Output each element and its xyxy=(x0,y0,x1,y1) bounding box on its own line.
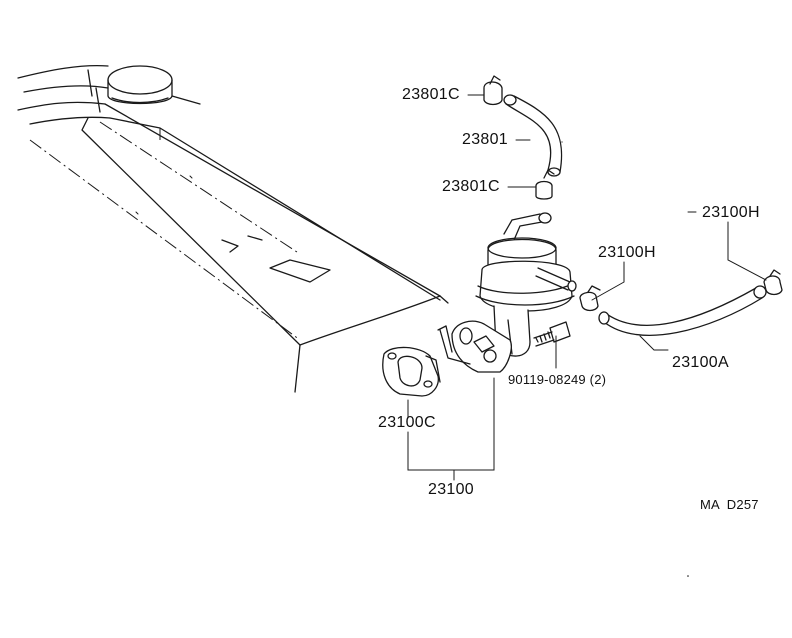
callout-23100a: 23100A xyxy=(672,354,729,371)
fuel-pump-body xyxy=(437,212,577,373)
hose-clamp-23100h-mid xyxy=(579,285,601,312)
reference-code: MA D257 xyxy=(700,497,759,512)
hose-clamp-23100h-right xyxy=(763,269,783,296)
upper-hose-23801 xyxy=(483,75,563,200)
callout-bolt-90119: 90119-08249 (2) xyxy=(508,372,607,387)
bolt-90119 xyxy=(533,321,571,347)
callout-23100c: 23100C xyxy=(378,414,436,431)
callout-23801c-lower: 23801C xyxy=(442,178,500,195)
engine-block-outline xyxy=(17,64,449,393)
leader-lines xyxy=(407,94,767,481)
callout-23100h-mid: 23100H xyxy=(598,244,656,261)
stray-marks xyxy=(561,141,689,577)
callout-23801: 23801 xyxy=(462,131,508,148)
callout-23801c-upper: 23801C xyxy=(402,86,460,103)
outlet-hose-23100a xyxy=(598,285,767,336)
callout-23100: 23100 xyxy=(428,481,474,498)
gasket-23100c xyxy=(382,346,441,397)
callout-23100h-right: 23100H xyxy=(702,204,760,221)
